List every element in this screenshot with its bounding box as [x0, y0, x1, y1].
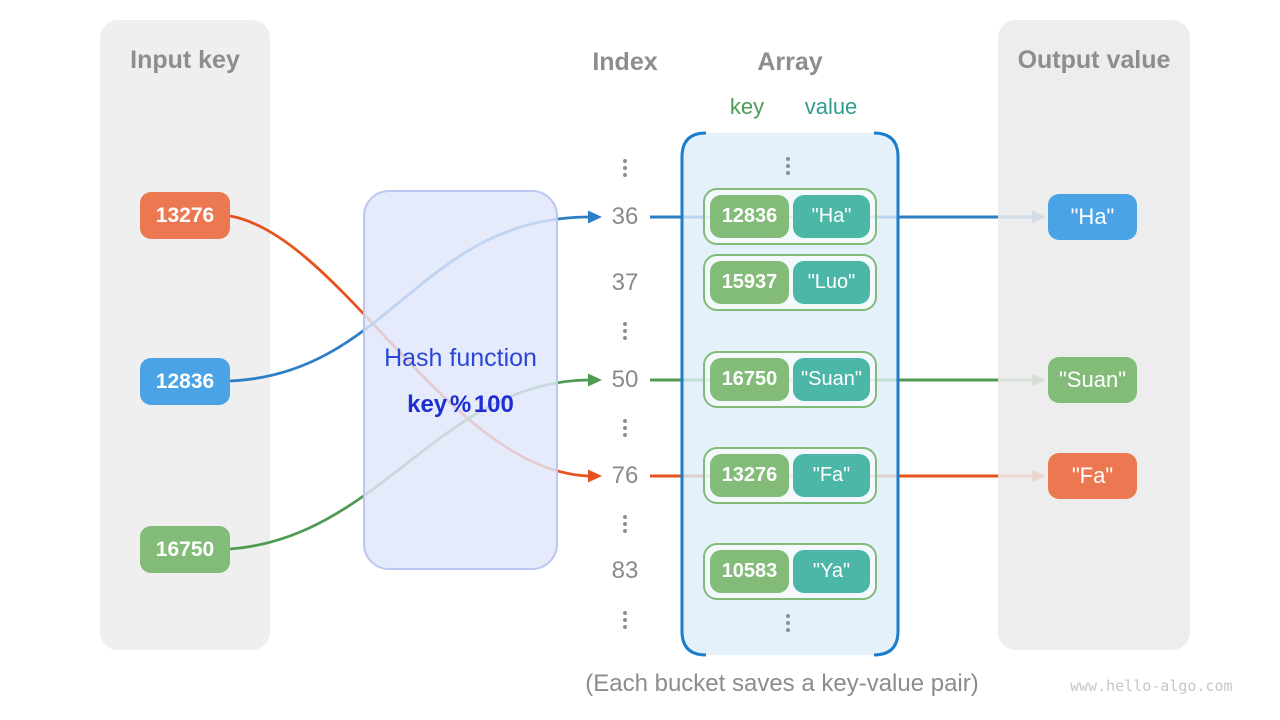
bucket-key: 12836 — [710, 195, 789, 238]
output-value-box-fa: "Fa" — [1048, 453, 1137, 499]
value-column-label: value — [804, 94, 858, 119]
array-title: Array — [757, 48, 823, 76]
bucket: 13276 "Fa" — [703, 447, 877, 504]
bucket-value: "Ha" — [793, 195, 870, 238]
bucket-value: "Ya" — [793, 550, 870, 593]
input-panel-title: Input key — [130, 46, 240, 74]
bucket: 12836 "Ha" — [703, 188, 877, 245]
bucket: 10583 "Ya" — [703, 543, 877, 600]
watermark: www.hello-algo.com — [1070, 677, 1233, 695]
index-column-title: Index — [592, 48, 658, 76]
input-key-box-12836: 12836 — [140, 358, 230, 405]
bucket-key: 15937 — [710, 261, 789, 304]
ellipsis-vertical-icon — [618, 515, 632, 533]
input-key-box-13276: 13276 — [140, 192, 230, 239]
hash-function-box — [363, 190, 558, 570]
bucket-key: 16750 — [710, 358, 789, 401]
ellipsis-vertical-icon — [618, 159, 632, 177]
bucket-key: 13276 — [710, 454, 789, 497]
bucket-value: "Suan" — [793, 358, 870, 401]
hash-function-formula: key % 100 — [407, 391, 514, 418]
index-value: 37 — [611, 269, 639, 296]
bucket-value: "Fa" — [793, 454, 870, 497]
ellipsis-vertical-icon — [618, 322, 632, 340]
hash-function-label: Hash function — [384, 344, 537, 372]
output-value-box-ha: "Ha" — [1048, 194, 1137, 240]
index-value: 36 — [611, 203, 639, 230]
output-panel-title: Output value — [1017, 46, 1171, 74]
output-value-box-suan: "Suan" — [1048, 357, 1137, 403]
bucket-value: "Luo" — [793, 261, 870, 304]
output-panel — [998, 20, 1190, 650]
caption: (Each bucket saves a key-value pair) — [585, 670, 979, 697]
key-column-label: key — [729, 94, 765, 119]
index-value: 83 — [611, 557, 639, 584]
index-value: 76 — [611, 462, 639, 489]
ellipsis-vertical-icon — [618, 611, 632, 629]
index-value: 50 — [611, 366, 639, 393]
input-key-box-16750: 16750 — [140, 526, 230, 573]
bucket: 15937 "Luo" — [703, 254, 877, 311]
bucket: 16750 "Suan" — [703, 351, 877, 408]
ellipsis-vertical-icon — [781, 614, 795, 632]
bucket-key: 10583 — [710, 550, 789, 593]
ellipsis-vertical-icon — [618, 419, 632, 437]
ellipsis-vertical-icon — [781, 157, 795, 175]
